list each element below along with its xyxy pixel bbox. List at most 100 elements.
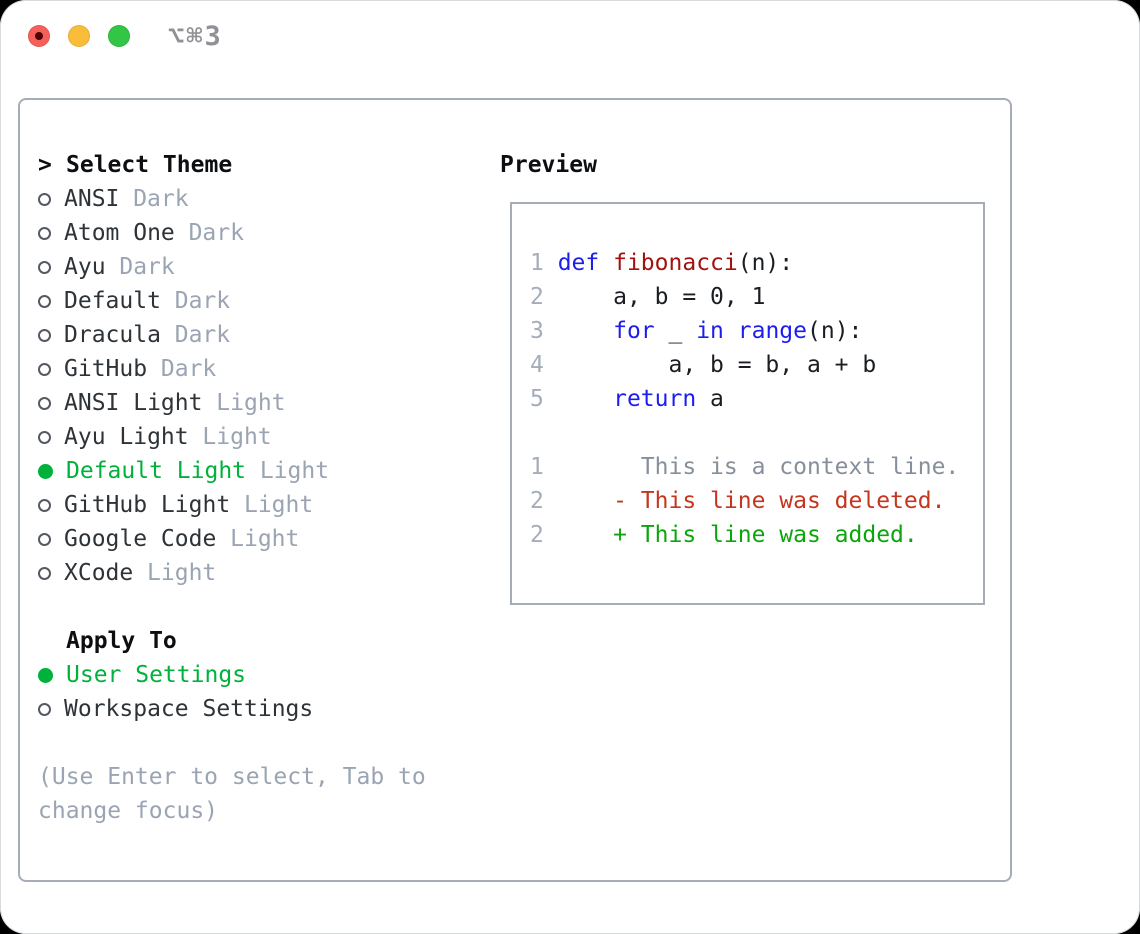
diff-text: + This line was added. xyxy=(557,522,918,548)
radio-icon xyxy=(38,192,51,206)
minimize-button[interactable] xyxy=(68,25,90,47)
option-label: GitHub Light xyxy=(64,492,231,518)
prompt-icon: > xyxy=(38,152,52,178)
option-label: Atom One xyxy=(64,220,175,246)
radio-icon xyxy=(38,396,51,410)
diff-text: This is a context line. xyxy=(557,454,960,480)
theme-option-ansi-dark[interactable]: ANSI Dark xyxy=(38,182,480,216)
radio-icon xyxy=(38,702,51,716)
theme-variant-tag: Light xyxy=(147,560,217,586)
code-segment-function: fibonacci xyxy=(613,250,738,276)
theme-variant-tag: Dark xyxy=(133,186,189,212)
theme-variant-tag: Light xyxy=(202,424,272,450)
code-segment-plain xyxy=(599,250,613,276)
theme-option-github-light-light[interactable]: GitHub Light Light xyxy=(38,488,480,522)
radio-icon xyxy=(38,362,51,376)
radio-icon xyxy=(38,498,51,512)
window-titlebar: ⌥⌘3 xyxy=(0,0,1140,72)
theme-option-default-dark[interactable]: Default Dark xyxy=(38,284,480,318)
spacer xyxy=(38,590,480,624)
code-segment-plain xyxy=(558,386,613,412)
close-button[interactable] xyxy=(28,25,50,47)
theme-option-atom-one-dark[interactable]: Atom One Dark xyxy=(38,216,480,250)
theme-variant-tag: Dark xyxy=(174,288,231,314)
code-segment-keyword: in xyxy=(696,318,724,344)
option-label: Default Light xyxy=(66,458,247,484)
radio-selected-icon xyxy=(38,463,53,479)
theme-variant-tag: Light xyxy=(216,390,286,416)
option-label: ANSI Light xyxy=(64,390,203,416)
option-label: Workspace Settings xyxy=(64,696,314,722)
code-segment-keyword: for xyxy=(613,318,655,344)
apply-option-user-settings[interactable]: User Settings xyxy=(38,658,480,692)
option-label: XCode xyxy=(64,560,134,586)
select-theme-header: > Select Theme xyxy=(38,148,480,182)
diff-line-context: 1 This is a context line. xyxy=(530,450,983,484)
theme-option-xcode-light[interactable]: XCode Light xyxy=(38,556,480,590)
line-number: 2 xyxy=(530,488,558,514)
theme-option-ayu-light-light[interactable]: Ayu Light Light xyxy=(38,420,480,454)
apply-to-header: Apply To xyxy=(66,628,177,654)
line-number: 2 xyxy=(530,522,558,548)
theme-variant-tag: Dark xyxy=(160,356,217,382)
code-line: 4 a, b = b, a + b xyxy=(530,348,983,382)
line-number: 2 xyxy=(530,284,558,310)
radio-selected-icon xyxy=(38,667,53,683)
code-segment-plain: (n): xyxy=(737,250,794,276)
theme-variant-tag: Dark xyxy=(188,220,244,246)
diff-line-added: 2 + This line was added. xyxy=(530,518,983,552)
radio-icon xyxy=(38,328,51,342)
line-number: 4 xyxy=(530,352,558,378)
theme-variant-tag: Light xyxy=(243,492,314,518)
code-line: 2 a, b = 0, 1 xyxy=(530,280,983,314)
traffic-lights xyxy=(28,25,130,47)
option-label: GitHub xyxy=(64,356,148,382)
apply-option-workspace-settings[interactable]: Workspace Settings xyxy=(38,692,480,726)
code-line: 1 def fibonacci(n): xyxy=(530,246,983,280)
code-segment-plain: a, b = b, a + b xyxy=(557,352,877,378)
option-label: ANSI xyxy=(64,186,120,212)
window-title: ⌥⌘3 xyxy=(168,21,223,52)
code-line: 3 for _ in range(n): xyxy=(530,314,983,348)
diff-text: - This line was deleted. xyxy=(557,488,946,514)
zoom-button[interactable] xyxy=(108,25,130,47)
theme-option-dracula-dark[interactable]: Dracula Dark xyxy=(38,318,480,352)
preview-title: Preview xyxy=(500,152,597,178)
theme-variant-tag: Dark xyxy=(119,254,175,280)
radio-icon xyxy=(38,566,51,580)
option-label: Ayu Light xyxy=(64,424,189,450)
code-segment-keyword: range xyxy=(737,318,807,344)
code-segment-plain: a, b = 0, 1 xyxy=(557,284,766,310)
code-segment-plain xyxy=(724,318,738,344)
option-label: Default xyxy=(64,288,161,314)
radio-icon xyxy=(38,294,51,308)
line-number: 1 xyxy=(530,454,558,480)
theme-option-github-dark[interactable]: GitHub Dark xyxy=(38,352,480,386)
theme-option-google-code-light[interactable]: Google Code Light xyxy=(38,522,480,556)
code-segment-plain xyxy=(558,318,613,344)
line-number: 5 xyxy=(530,386,558,412)
theme-variant-tag: Light xyxy=(230,526,300,552)
radio-icon xyxy=(38,260,51,274)
code-segment-plain: a xyxy=(696,386,724,412)
theme-variant-tag: Dark xyxy=(174,322,231,348)
radio-icon xyxy=(38,532,51,546)
option-label: Dracula xyxy=(64,322,161,348)
theme-option-ansi-light-light[interactable]: ANSI Light Light xyxy=(38,386,480,420)
code-segment-keyword: def xyxy=(557,250,600,276)
line-number: 1 xyxy=(530,250,558,276)
diff-line-deleted: 2 - This line was deleted. xyxy=(530,484,983,518)
option-label: User Settings xyxy=(66,662,247,688)
option-label: Google Code xyxy=(64,526,217,552)
diff-preview: 1 This is a context line.2 - This line w… xyxy=(530,450,983,552)
radio-icon xyxy=(38,226,51,240)
